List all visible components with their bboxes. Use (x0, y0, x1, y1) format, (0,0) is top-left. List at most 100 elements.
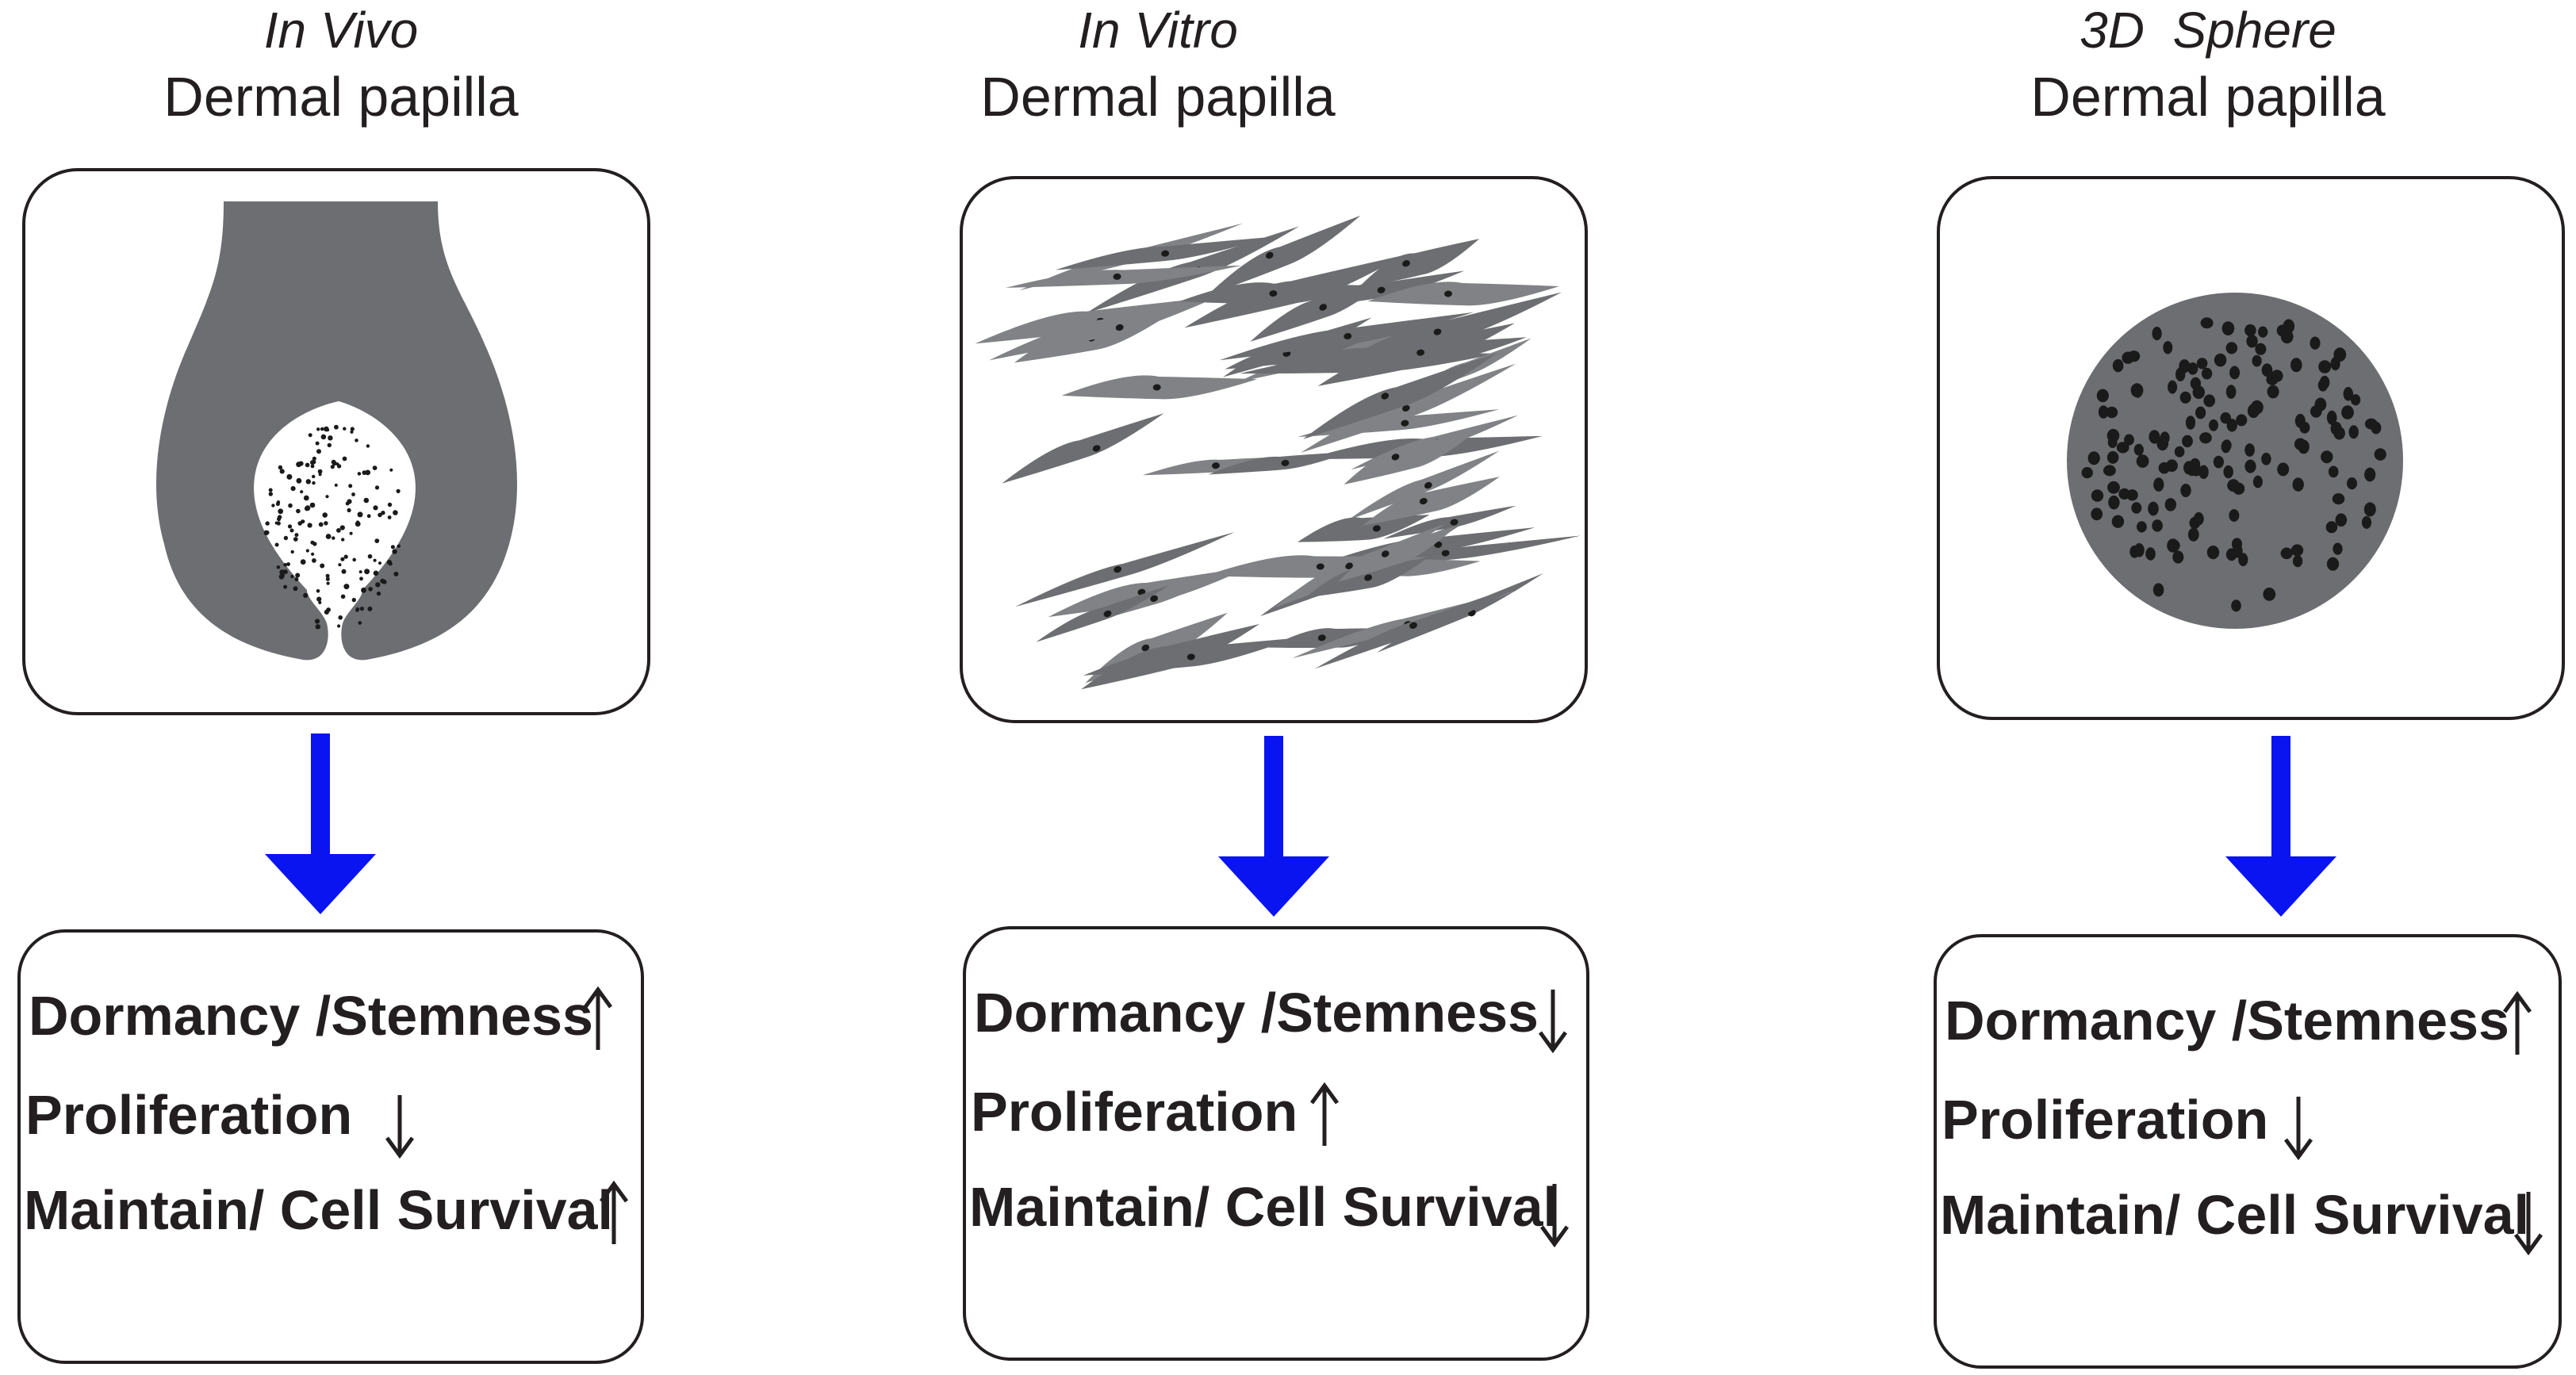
sphere-nucleus (2124, 434, 2134, 446)
column-heading: 3D Sphere Dermal papilla (1875, 0, 2541, 133)
spindle-cell (1383, 505, 1516, 539)
cell-dot (312, 481, 316, 485)
sphere-nucleus (2122, 351, 2134, 364)
cell-dot (386, 560, 392, 565)
sphere-illustration (2067, 293, 2403, 629)
sphere-nucleus (2263, 588, 2276, 601)
sphere-nucleus (2252, 475, 2263, 488)
nucleus (1161, 250, 1170, 257)
cell-dot (393, 571, 399, 576)
cell-dot (324, 426, 329, 432)
sphere-nucleus (2195, 406, 2206, 419)
nucleus (1212, 462, 1220, 469)
spindle-cell (1344, 429, 1478, 485)
cell-dot (387, 502, 393, 507)
nucleus (1401, 419, 1409, 427)
sphere-nucleus (2179, 359, 2191, 373)
cell-dot (324, 521, 328, 526)
nucleus (1372, 525, 1381, 532)
sphere-nucleus (2292, 555, 2303, 568)
nucleus (1316, 563, 1324, 570)
sphere-nucleus (2198, 465, 2209, 480)
cell-dot (330, 465, 335, 469)
sphere-nucleus (2221, 321, 2235, 335)
effect-row: Maintain/ Cell Survival (21, 1166, 641, 1254)
cell-dot (315, 624, 320, 630)
sphere-nucleus (2246, 335, 2258, 348)
cell-dot (290, 486, 296, 492)
effect-label: Dormancy /Stemness (29, 985, 593, 1047)
trend-up-arrow (599, 1181, 629, 1244)
sphere-nucleus (2108, 495, 2120, 510)
nucleus (1391, 454, 1400, 461)
sphere-nucleus (2163, 341, 2173, 354)
in-vitro-effects-box: Dormancy /Stemness Proliferation Maintai… (963, 926, 1589, 1361)
nucleus (1281, 459, 1290, 466)
cell-dot (343, 554, 348, 559)
cell-dot (334, 424, 339, 430)
cell-dot (316, 427, 320, 431)
cell-dot (361, 587, 366, 593)
column-heading: In Vivo Dermal papilla (0, 0, 682, 133)
dermal-papilla-cells (263, 424, 401, 630)
cell-dot (350, 427, 355, 431)
sphere-nucleus (2348, 425, 2359, 439)
sphere-nucleus (2225, 385, 2237, 399)
sphere-nucleus (2167, 538, 2179, 553)
sphere-nucleus (2103, 465, 2116, 477)
cell-dot (325, 573, 330, 578)
sphere-nucleus (2229, 366, 2241, 380)
cell-dot (325, 576, 330, 581)
nucleus (1424, 481, 1432, 489)
sphere-nucleus (2351, 394, 2361, 406)
cell-dot (351, 492, 355, 496)
spindle-cell (1315, 582, 1527, 669)
sphere-nucleus (2223, 465, 2233, 479)
cell-dot (305, 505, 311, 511)
sphere-nucleus (2091, 489, 2104, 502)
spindle-cell (1002, 413, 1164, 484)
cell-dot (296, 508, 301, 514)
cell-dot (309, 502, 316, 508)
sphere-nucleus (2136, 454, 2149, 468)
sphere-nucleus (2290, 358, 2302, 373)
down-arrow (2225, 736, 2336, 917)
sphere-nucleus (2229, 509, 2240, 522)
cell-dot (315, 441, 320, 446)
cell-dot (373, 505, 378, 511)
cell-dot (338, 563, 342, 567)
cell-dot (312, 456, 316, 461)
cell-dot (286, 562, 290, 566)
cell-dot (355, 439, 358, 442)
cell-dot (334, 483, 338, 487)
cell-dot (293, 537, 298, 542)
sphere-nucleus (2126, 489, 2138, 501)
sphere-nucleus (2364, 467, 2376, 482)
fibroblast-culture-illustration (975, 215, 1581, 690)
cell-dot (373, 558, 377, 562)
sphere-nucleus (2292, 477, 2304, 492)
cell-dot (314, 619, 320, 624)
sphere-nucleus (2160, 431, 2170, 445)
cell-dot (336, 464, 342, 469)
sphere-nucleus (2152, 327, 2162, 341)
3d-sphere-effects-box: Dormancy /Stemness Proliferation Maintai… (1934, 934, 2562, 1369)
nucleus (1419, 497, 1428, 505)
cell-dot (393, 510, 398, 515)
cell-dot (355, 520, 360, 524)
cell-dot (366, 514, 371, 519)
cell-dot (367, 606, 373, 611)
cell-dot (390, 545, 395, 550)
nucleus (1186, 653, 1195, 661)
sphere-nucleus (2133, 443, 2144, 456)
sphere-nucleus (2298, 439, 2310, 454)
spindle-cell (1297, 515, 1430, 542)
cell-dot (389, 468, 393, 472)
cell-dot (305, 549, 309, 553)
cell-dot (300, 559, 306, 565)
spindle-cell (1207, 215, 1361, 296)
sphere-nucleus (2200, 317, 2214, 329)
cell-dot (381, 511, 385, 515)
cell-dot (374, 485, 380, 490)
hair-follicle-illustration (156, 201, 517, 661)
